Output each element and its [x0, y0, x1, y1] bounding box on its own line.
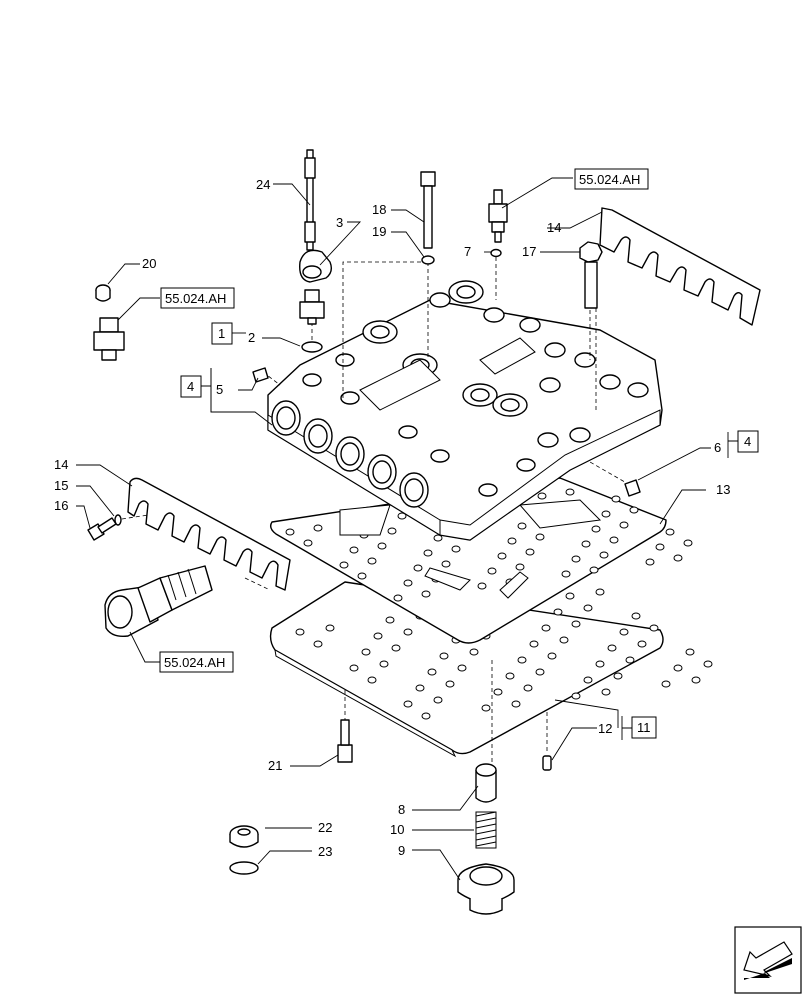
- callout-9: 9: [398, 843, 405, 858]
- spring-10: [475, 811, 497, 849]
- o-ring-23: [229, 861, 259, 875]
- callout-15: 15: [54, 478, 68, 493]
- callout-23: 23: [318, 844, 332, 859]
- o-ring-2: [301, 341, 323, 353]
- callout-22: 22: [318, 820, 332, 835]
- callout-12: 12: [598, 721, 612, 736]
- solenoid-valve: [104, 565, 213, 638]
- bolt-17: [579, 241, 603, 309]
- callout-13: 13: [716, 482, 730, 497]
- washer-15: [114, 514, 122, 526]
- piston-8: [475, 763, 497, 803]
- stud-bolt-24: [304, 149, 316, 251]
- retaining-strip-14-upper: [599, 207, 761, 326]
- ref-top: 55.024.AH: [579, 172, 640, 187]
- callout-17: 17: [522, 244, 536, 259]
- o-ring-7: [490, 248, 502, 258]
- gasket: [269, 477, 693, 644]
- valve-body: [267, 280, 663, 541]
- assembly-lines: [114, 250, 631, 762]
- callout-18: 18: [372, 202, 386, 217]
- plug-9: [457, 863, 515, 915]
- callout-4-left: 4: [187, 379, 194, 394]
- callout-6: 6: [714, 440, 721, 455]
- fitting-adapter: [299, 289, 325, 325]
- callout-8: 8: [398, 802, 405, 817]
- callout-14-upper: 14: [547, 220, 561, 235]
- reference-boxes: 55.024.AH 55.024.AH 55.024.AH: [159, 168, 649, 673]
- callout-1: 1: [218, 326, 225, 341]
- boxed-callouts: 1 4 4 11: [180, 322, 759, 740]
- arrow-icon[interactable]: [734, 926, 802, 994]
- front-bores: [271, 400, 429, 508]
- callout-19: 19: [372, 224, 386, 239]
- screw-16: [87, 517, 117, 541]
- washer-19: [421, 255, 435, 265]
- callout-labels: 24 3 18 19 7 14 17 20 2 5 6 13 14 15 16 …: [54, 177, 730, 859]
- plug-6: [624, 479, 641, 497]
- callout-21: 21: [268, 758, 282, 773]
- bolt-18: [420, 171, 436, 249]
- plug-22: [229, 825, 259, 848]
- pressure-switch: [93, 317, 125, 361]
- callout-7: 7: [464, 244, 471, 259]
- callout-4-right: 4: [744, 434, 751, 449]
- screw-21: [337, 719, 353, 763]
- separator-plate: [269, 581, 713, 758]
- callout-5: 5: [216, 382, 223, 397]
- plug-20: [95, 284, 111, 302]
- callout-10: 10: [390, 822, 404, 837]
- callout-14-lower: 14: [54, 457, 68, 472]
- callout-2: 2: [248, 330, 255, 345]
- leader-lines: [76, 177, 711, 881]
- callout-3: 3: [336, 215, 343, 230]
- callout-24: 24: [256, 177, 270, 192]
- pin-5: [252, 367, 269, 383]
- callout-11: 11: [637, 720, 651, 735]
- callout-20: 20: [142, 256, 156, 271]
- pin-12: [542, 755, 552, 771]
- clip-3: [299, 249, 333, 283]
- sensor-top: [488, 189, 508, 243]
- ref-left: 55.024.AH: [165, 291, 226, 306]
- retaining-strip-14-lower: [127, 477, 291, 591]
- callout-16: 16: [54, 498, 68, 513]
- ref-bottom: 55.024.AH: [164, 655, 225, 670]
